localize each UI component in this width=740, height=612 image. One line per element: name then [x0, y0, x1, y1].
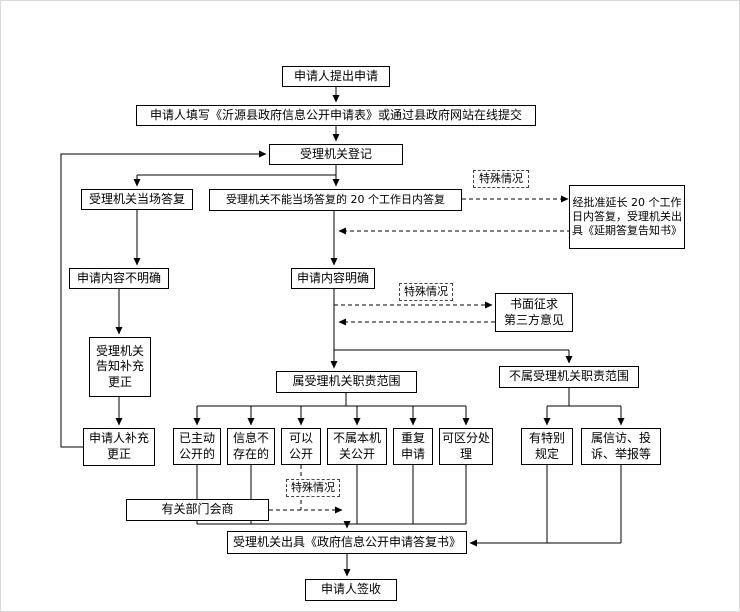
node-fill-form: 申请人填写《沂源县政府信息公开申请表》或通过县政府网站在线提交	[136, 105, 536, 126]
node-can-disclose: 可以 公开	[281, 428, 321, 465]
label-special-case-3: 特殊情况	[286, 479, 340, 497]
node-extension-notice: 经批准延长 20 个工作日内答复，受理机关出具《延期答复告知书》	[569, 185, 685, 249]
node-within-scope: 属受理机关职责范围	[276, 371, 417, 393]
node-content-unclear: 申请内容不明确	[69, 268, 169, 289]
label-special-case-2: 特殊情况	[399, 283, 453, 301]
node-third-party-opinion: 书面征求 第三方意见	[495, 293, 573, 332]
node-reply-within-20-days: 受理机关不能当场答复的 20 个工作日内答复	[209, 189, 462, 211]
node-notify-supplement: 受理机关 告知补充 更正	[89, 337, 151, 397]
node-content-clear: 申请内容明确	[291, 268, 375, 289]
node-special-provisions: 有特别 规定	[521, 428, 573, 465]
node-repeat-application: 重复 申请	[393, 428, 433, 465]
node-issue-reply-letter: 受理机关出具《政府信息公开申请答复书》	[227, 531, 467, 554]
node-department-consultation: 有关部门会商	[126, 499, 269, 521]
node-already-disclosed: 已主动 公开的	[173, 428, 221, 465]
node-register: 受理机关登记	[269, 144, 403, 165]
node-applicant-sign: 申请人签收	[305, 579, 397, 601]
node-not-this-authority: 不属本机 关公开	[327, 428, 387, 465]
node-separable-handling: 可区分处 理	[439, 428, 493, 465]
node-info-not-exist: 信息不 存在的	[227, 428, 275, 465]
node-onspot-reply: 受理机关当场答复	[81, 189, 193, 210]
node-petition-complaint: 属信访、投 诉、举报等	[581, 428, 661, 465]
node-outside-scope: 不属受理机关职责范围	[499, 366, 639, 388]
label-special-case-1: 特殊情况	[473, 170, 529, 188]
node-applicant-supplement: 申请人补充 更正	[83, 428, 155, 466]
node-apply: 申请人提出申请	[282, 66, 390, 87]
